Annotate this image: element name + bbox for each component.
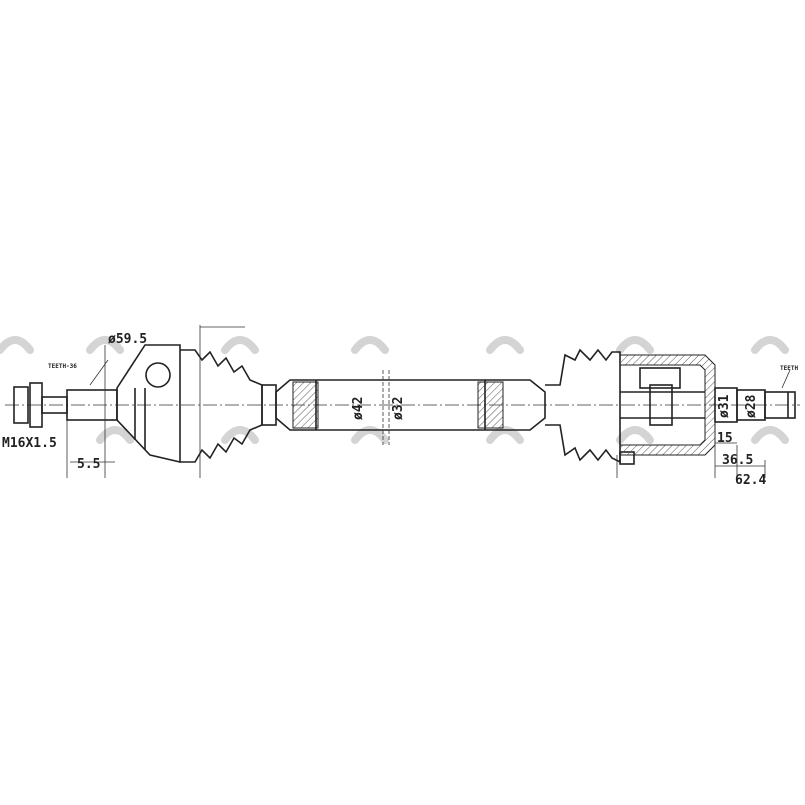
right-tripod-joint (619, 354, 716, 456)
dim-boot-diameter: ø59.5 (108, 332, 147, 347)
shaft (261, 370, 546, 445)
dim-thread: M16X1.5 (2, 436, 57, 451)
right-spline-label: TEETH (780, 365, 798, 372)
dim-15: 15 (717, 431, 733, 446)
dim-36-5: 36.5 (722, 453, 753, 468)
dim-stub-diameter-1: ø31 (717, 394, 732, 418)
dim-62-4: 62.4 (735, 473, 766, 488)
right-boot (545, 348, 621, 464)
dim-offset: 5.5 (77, 457, 100, 472)
right-stub-axle (714, 387, 796, 423)
dimension-lines (66, 325, 791, 478)
left-boot (180, 349, 263, 463)
dim-stub-diameter-2: ø28 (744, 394, 759, 418)
dim-shaft-outer: ø42 (351, 397, 366, 420)
left-cv-joint (116, 344, 181, 464)
dim-shaft-inner: ø32 (391, 397, 406, 420)
left-spline-label: TEETH-36 (48, 363, 77, 370)
